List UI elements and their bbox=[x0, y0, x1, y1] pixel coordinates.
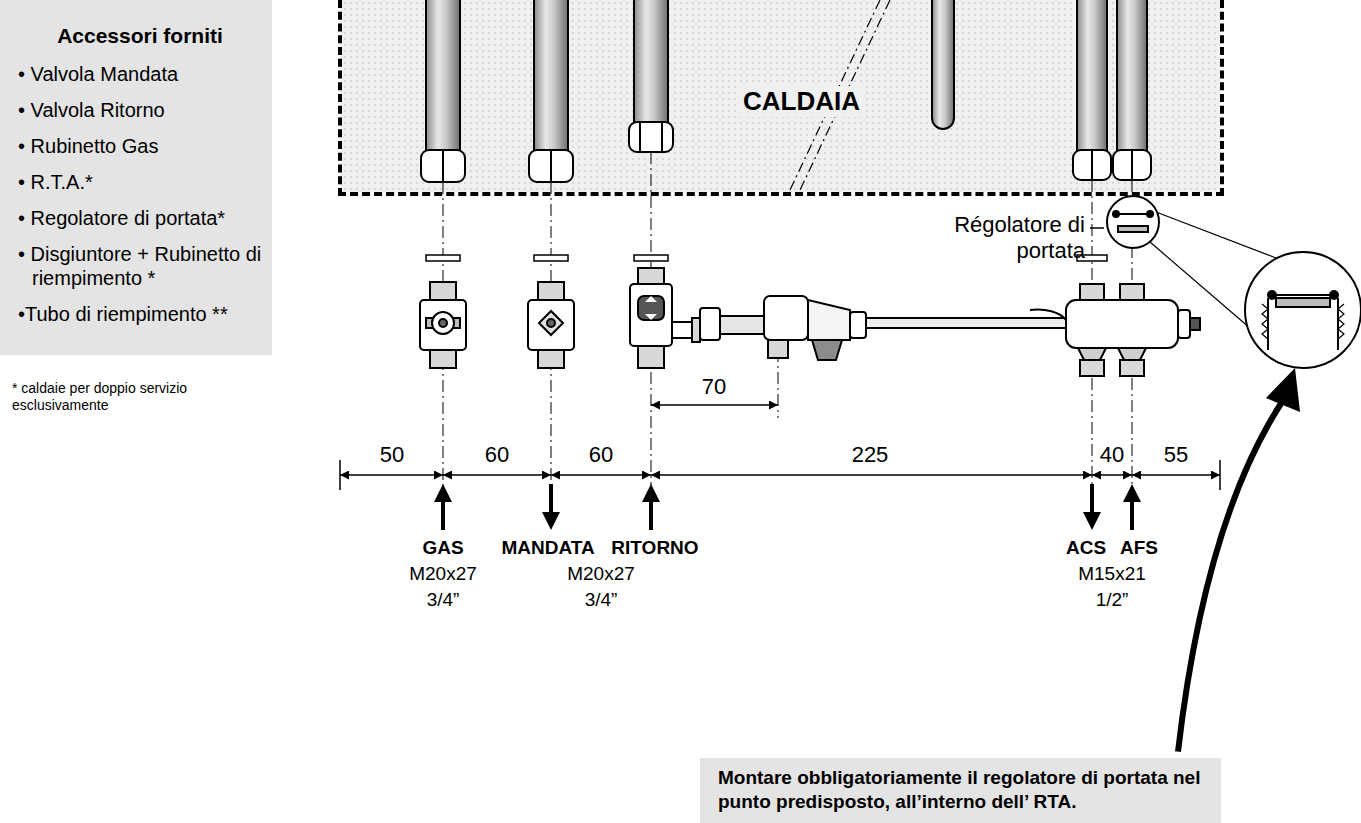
gaskets bbox=[426, 255, 1107, 261]
note-text: Montare obbligatoriamente il regolatore … bbox=[718, 766, 1207, 815]
thread-size: M15x21 bbox=[1067, 563, 1157, 586]
panel-heading: Accessori forniti bbox=[18, 24, 262, 48]
axis-lines bbox=[443, 152, 1132, 488]
part-label: Régolatore di portata bbox=[930, 212, 1085, 265]
callout-arrow bbox=[1178, 402, 1282, 752]
gas-valve bbox=[420, 282, 466, 368]
thread-size: 1/2” bbox=[1082, 589, 1142, 612]
note-box: Montare obbligatoriamente il regolatore … bbox=[700, 758, 1221, 823]
footnote: * caldaie per doppio servizio esclusivam… bbox=[12, 380, 212, 414]
list-item: • Valvola Mandata bbox=[18, 62, 262, 86]
thread-size: M20x27 bbox=[398, 563, 488, 586]
leader-line bbox=[1090, 227, 1104, 229]
region-title: CALDAIA bbox=[739, 86, 864, 117]
thread-size: M20x27 bbox=[556, 563, 646, 586]
flow-valve bbox=[528, 282, 574, 368]
boiler-region: CALDAIA bbox=[338, 0, 1224, 196]
dimension-value: 60 bbox=[571, 442, 631, 468]
connection-name: GAS bbox=[403, 537, 483, 560]
list-item: • Disgiuntore + Rubinetto di riempimento… bbox=[18, 242, 262, 290]
dimension-value: 55 bbox=[1146, 442, 1206, 468]
connection-name: RITORNO bbox=[605, 537, 705, 560]
pipes bbox=[426, 0, 1147, 152]
list-item: • Regolatore di portata* bbox=[18, 206, 262, 230]
dimension-value: 50 bbox=[362, 442, 422, 468]
callout-arrowhead bbox=[1266, 368, 1300, 412]
dimension-value: 225 bbox=[835, 442, 905, 468]
dimension-lines bbox=[340, 405, 1220, 490]
flow-direction-arrows bbox=[434, 484, 1141, 530]
thread-size: 3/4” bbox=[413, 589, 473, 612]
list-item: • R.T.A.* bbox=[18, 170, 262, 194]
thread-size: 3/4” bbox=[571, 589, 631, 612]
return-valve-and-rta bbox=[630, 268, 1200, 376]
accessories-panel: Accessori forniti • Valvola Mandata • Valv… bbox=[0, 0, 272, 355]
list-item: •Tubo di riempimento ** bbox=[18, 302, 262, 326]
pipe-nuts bbox=[421, 122, 1151, 182]
dimension-value: 40 bbox=[1092, 442, 1132, 468]
dimension-value: 70 bbox=[684, 374, 744, 400]
connection-name: AFS bbox=[1116, 537, 1162, 560]
connection-name: MANDATA bbox=[493, 537, 603, 560]
connection-name: ACS bbox=[1063, 537, 1109, 560]
dimension-value: 60 bbox=[467, 442, 527, 468]
list-item: • Valvola Ritorno bbox=[18, 98, 262, 122]
list-item: • Rubinetto Gas bbox=[18, 134, 262, 158]
flow-regulator-detail bbox=[1107, 196, 1361, 368]
